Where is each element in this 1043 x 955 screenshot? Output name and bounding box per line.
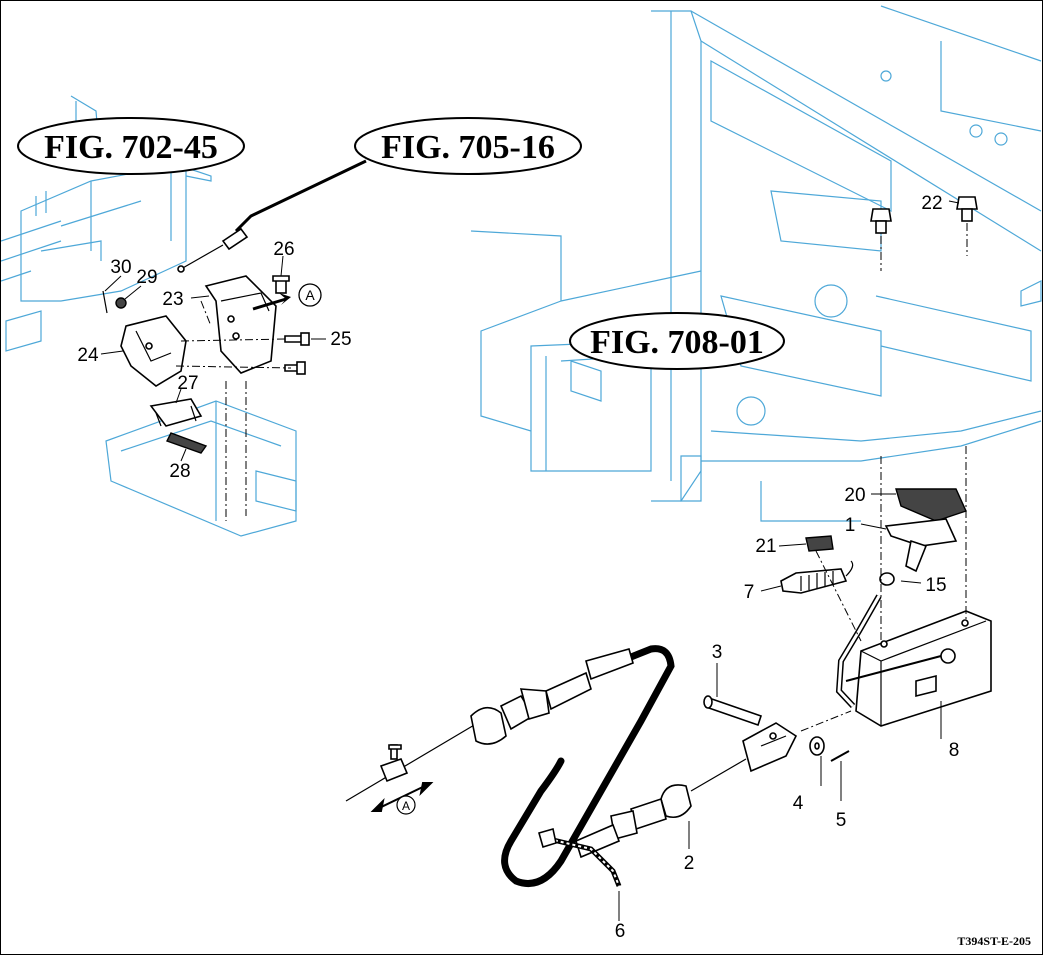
pedal-arm-8	[835, 594, 992, 727]
clevis	[742, 722, 798, 773]
arrow-a-upper	[252, 293, 291, 311]
spring-7	[780, 560, 854, 594]
bracket-23	[204, 275, 277, 374]
bolts-25	[284, 332, 310, 375]
view-marker-label: A	[402, 799, 410, 813]
callout-4: 4	[793, 793, 804, 814]
pedal-pad-20	[895, 488, 967, 522]
figure-ref-label: FIG. 702-45	[44, 129, 218, 166]
view-marker-label: A	[305, 287, 315, 303]
pin-30-washer-29	[102, 290, 127, 314]
pedal-1	[884, 518, 958, 573]
callout-15: 15	[925, 575, 946, 596]
figure-ref-fig-705-16: FIG. 705-16	[354, 117, 582, 175]
callout-26: 26	[273, 239, 294, 260]
callout-20: 20	[844, 485, 865, 506]
drawing-code: T394ST-E-205	[957, 934, 1031, 948]
callout-21: 21	[755, 536, 776, 557]
bolts-22	[870, 196, 978, 271]
bracket-24	[120, 315, 187, 387]
right-frame-assembly	[470, 5, 1042, 522]
callout-1: 1	[845, 515, 856, 536]
callout-30: 30	[110, 257, 131, 278]
upper-control-cable	[177, 159, 367, 273]
washer-4	[809, 736, 825, 756]
left-frame-assembly	[1, 95, 297, 537]
view-marker-a-upper: A	[298, 283, 322, 307]
pin-3	[703, 695, 763, 727]
callout-3: 3	[712, 642, 723, 663]
left-dashed-guides	[175, 300, 292, 521]
callout-7: 7	[744, 582, 755, 603]
bolt-26	[272, 275, 290, 294]
callout-28: 28	[169, 461, 190, 482]
callout-23: 23	[162, 289, 183, 310]
pedal-dashed-guides	[800, 446, 967, 732]
cotter-pin-5	[830, 750, 850, 762]
figure-ref-fig-702-45: FIG. 702-45	[17, 117, 245, 175]
bushing-15	[879, 572, 895, 586]
callout-22: 22	[921, 193, 942, 214]
callout-27: 27	[177, 373, 198, 394]
callout-29: 29	[136, 267, 157, 288]
view-marker-a-lower: A	[396, 795, 416, 815]
figure-ref-label: FIG. 708-01	[590, 324, 764, 361]
bracket-27	[149, 398, 203, 427]
callout-numbers: 20 1 21 7 15 22 8 3 4 5 2 6 23 24 25 26 …	[77, 193, 959, 942]
clip-21	[805, 535, 834, 552]
callout-2: 2	[684, 853, 695, 874]
figure-ref-label: FIG. 705-16	[381, 129, 555, 166]
throttle-cable-2	[345, 645, 747, 887]
pad-28	[166, 432, 208, 454]
callout-6: 6	[615, 921, 626, 942]
callout-24: 24	[77, 345, 99, 366]
callout-5: 5	[836, 810, 847, 831]
callout-25: 25	[330, 329, 351, 350]
figure-ref-fig-708-01: FIG. 708-01	[569, 312, 785, 370]
callout-8: 8	[949, 740, 960, 761]
leader-lines	[100, 200, 960, 921]
